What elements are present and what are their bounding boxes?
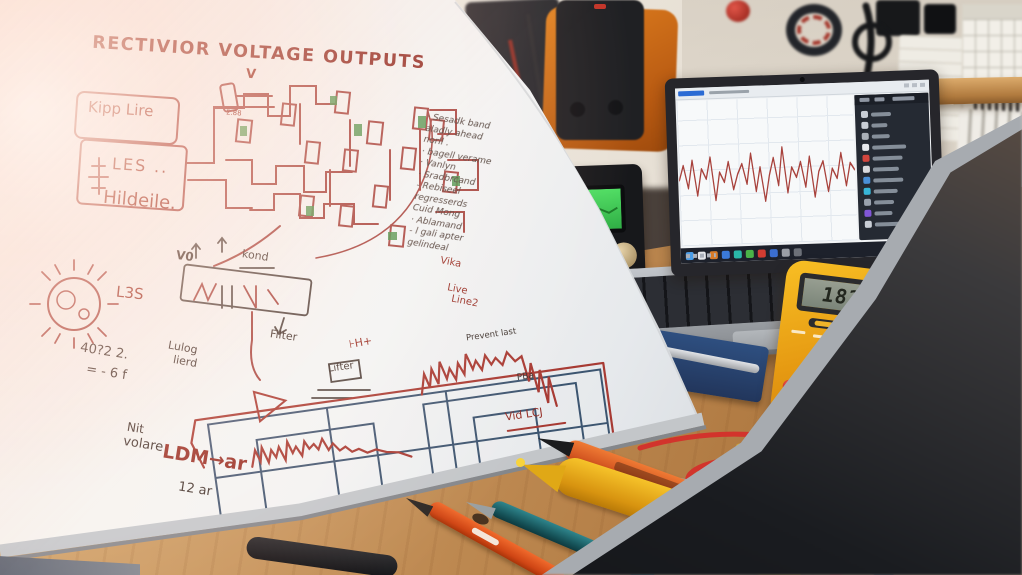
v0-label: V0 xyxy=(175,247,195,265)
waveform-chart xyxy=(676,95,858,247)
nit-label: Nit xyxy=(126,419,146,437)
sidebar-tab-icon xyxy=(892,96,915,101)
sidebar-row-icon xyxy=(861,132,869,140)
taskbar-app-icon xyxy=(757,248,766,258)
sidebar-row-text xyxy=(872,143,907,150)
black-meter-device xyxy=(556,0,644,140)
sidebar-row-icon xyxy=(862,154,870,162)
sidebar-row-text xyxy=(871,133,890,139)
sidebar-tab-icon xyxy=(874,97,885,102)
sidebar-row-icon xyxy=(863,176,871,184)
window-controls-icon xyxy=(903,82,927,88)
sidebar-row-icon xyxy=(862,165,871,173)
meter-red-label xyxy=(594,4,606,9)
multimeter-label xyxy=(791,329,806,335)
marker-nib xyxy=(516,458,525,467)
sidebar-row-icon xyxy=(863,187,871,195)
sidebar-row-text xyxy=(873,188,898,194)
sidebar-row xyxy=(862,142,924,151)
app-logo xyxy=(678,90,705,97)
sidebar-row-text xyxy=(872,155,903,161)
component-mark: Σ.88 xyxy=(225,108,242,118)
sidebar-row-icon xyxy=(862,143,870,151)
taskbar-app-icon xyxy=(733,249,742,259)
taskbar-app-icon xyxy=(769,248,778,257)
app-menu-bar xyxy=(709,89,750,95)
taskbar-app-icon xyxy=(721,250,730,259)
sidebar-row xyxy=(862,164,925,173)
sidebar-row-text xyxy=(872,166,899,172)
sidebar-row-icon xyxy=(864,209,872,217)
sidebar-row-icon xyxy=(864,220,872,228)
sidebar-row xyxy=(861,131,924,140)
sidebar-row xyxy=(862,153,924,162)
sidebar-row-text xyxy=(873,199,895,205)
meter-button-right xyxy=(608,100,623,115)
sidebar-tab-icon xyxy=(859,97,870,103)
sidebar-row-text xyxy=(871,122,888,128)
sidebar-row-icon xyxy=(863,198,872,206)
sidebar-header xyxy=(854,92,929,106)
sidebar-row-text xyxy=(874,210,893,216)
webcam-dot xyxy=(799,76,805,83)
les-box-label: LES .. xyxy=(111,154,170,177)
meter-button-left xyxy=(570,102,585,117)
sidebar-row-text xyxy=(873,177,904,183)
sidebar-row-text xyxy=(870,111,892,117)
waveform-line xyxy=(678,146,856,203)
taskbar-app-icon xyxy=(793,247,802,256)
sidebar-row xyxy=(863,175,925,184)
taskbar-app-icon xyxy=(745,249,754,258)
sidebar-row xyxy=(861,120,923,130)
taskbar-app-icon xyxy=(781,248,790,257)
v-mark: V xyxy=(245,66,257,83)
sidebar-row-icon xyxy=(860,110,869,119)
sidebar-row-icon xyxy=(861,121,869,130)
sun-label: L3S xyxy=(115,282,145,304)
sidebar-row xyxy=(860,109,923,119)
